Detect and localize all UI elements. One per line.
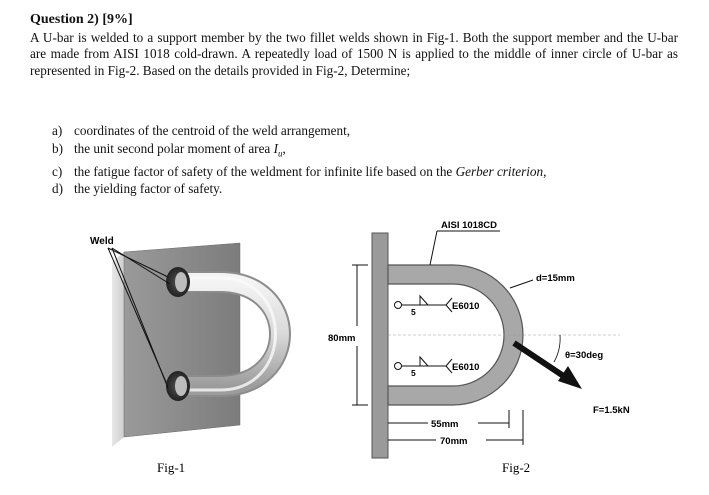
fig1-plate-side (112, 252, 124, 447)
question-item-a: a)coordinates of the centroid of the wel… (52, 123, 351, 138)
fig2-drawing: AISI 1018CD d=15mm 80mm 5 E6010 (328, 220, 630, 475)
fig2-weld-symbol-bottom (394, 355, 453, 374)
fig2-force-arrow (512, 340, 567, 380)
fig2-dim-55 (388, 410, 510, 428)
fig1-weld-label: Weld (90, 236, 114, 247)
fig2-dim-80 (352, 264, 368, 406)
fig2-force-label: F=1.5kN (593, 405, 630, 416)
fig2-electrode-top: E6010 (452, 301, 479, 312)
fig2-ubar (387, 264, 524, 406)
fig2-weld-symbol-top (394, 294, 453, 313)
fig2-support-member (371, 232, 389, 459)
fig2-dim-55-label: 55mm (431, 419, 458, 430)
fig2-dim-70-label: 70mm (440, 436, 467, 447)
fig2-dim-70 (388, 410, 524, 445)
question-text: A U-bar is welded to a support member by… (30, 30, 678, 78)
fig1-caption: Fig-1 (157, 460, 185, 475)
fig2-weld-size-bottom: 5 (411, 368, 416, 378)
fig2-material-label: AISI 1018CD (441, 220, 497, 231)
question-title: Question 2) [9%] (30, 12, 133, 27)
question-item-d: d)the yielding factor of safety. (52, 181, 223, 197)
fig1-drawing: Weld Fig-1 (90, 236, 291, 475)
fig1-weld-leaders (107, 247, 171, 389)
fig2-angle-label: θ=30deg (565, 350, 603, 361)
fig2-height-label: 80mm (328, 333, 355, 344)
fig2-caption: Fig-2 (502, 460, 530, 475)
fig2-weld-size-top: 5 (411, 307, 416, 317)
question-items: a)coordinates of the centroid of the wel… (52, 122, 546, 198)
fig2-diameter-label: d=15mm (536, 273, 575, 284)
question-item-b: b)the unit second polar moment of area I… (52, 140, 286, 159)
fig2-electrode-bottom: E6010 (452, 362, 479, 373)
question-item-c: c)the fatigue factor of safety of the we… (52, 163, 547, 179)
